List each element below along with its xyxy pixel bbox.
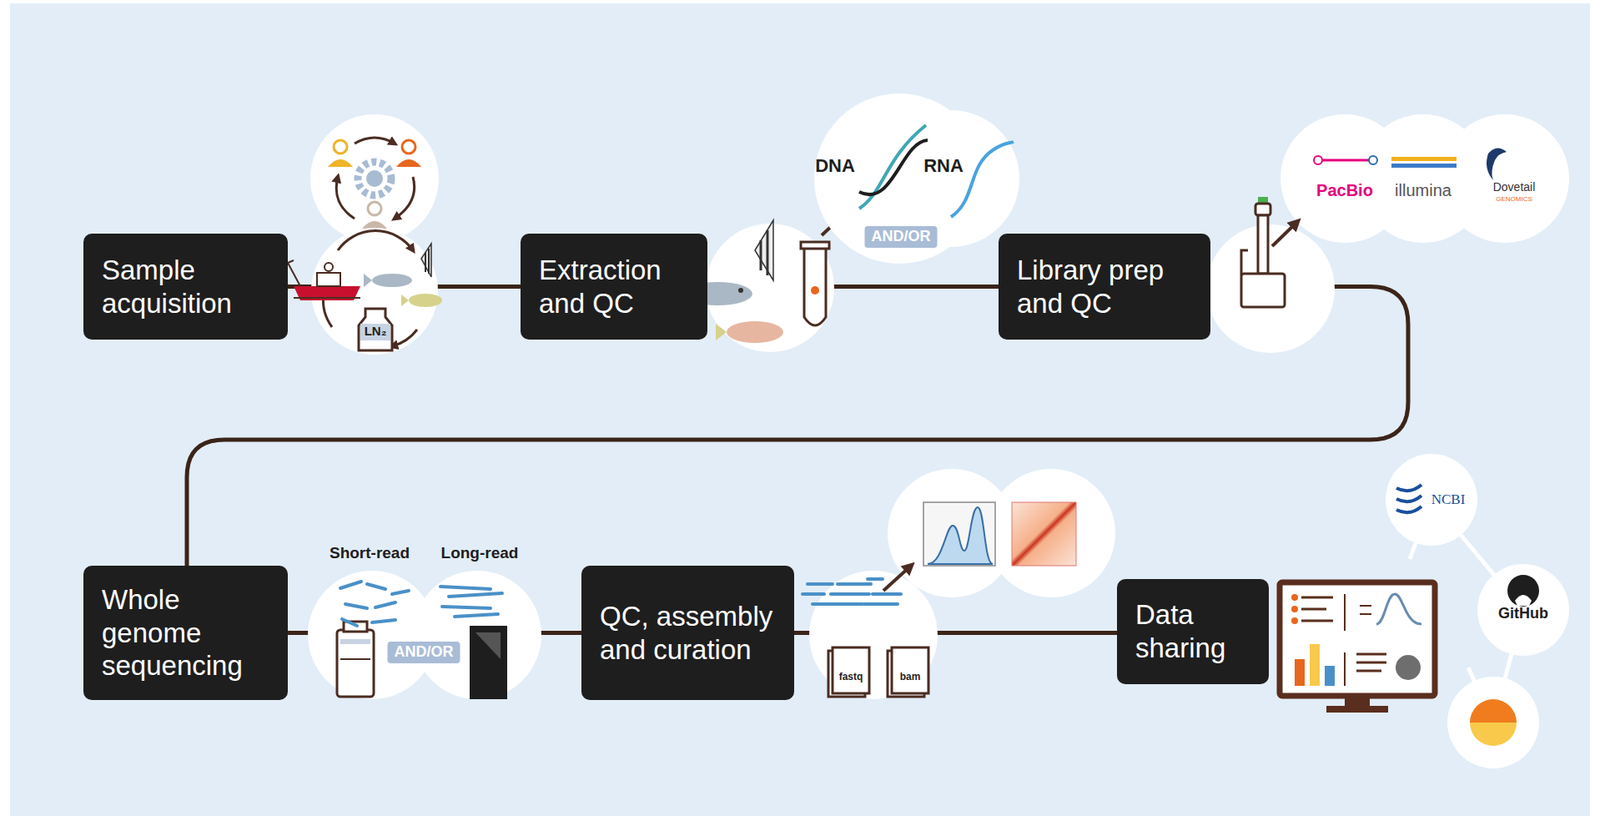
read-dash (454, 613, 499, 617)
read-dash (345, 603, 368, 609)
process-box: Library prep and QC (998, 233, 1211, 340)
repository-logo: GitHub (1498, 605, 1549, 623)
read-dash (802, 592, 825, 596)
choice-tag: AND/OR (865, 226, 938, 248)
platform-logo: GENOMICS (1495, 196, 1533, 204)
step-label: Sample acquisition (101, 253, 270, 320)
process-box: Whole genome sequencing (83, 565, 288, 700)
read-dash (830, 592, 870, 596)
read-dash (342, 618, 358, 626)
choice-tag: AND/OR (387, 641, 461, 664)
assembly-icon (809, 468, 1116, 700)
process-box: Sample acquisition (83, 233, 288, 340)
read-type-label: Long-read (441, 544, 519, 563)
platform-logo: illumina (1394, 181, 1452, 200)
platform-logo: PacBio (1316, 181, 1374, 200)
team-icon (310, 114, 439, 243)
process-box: Data sharing (1116, 578, 1269, 685)
process-box: QC, assembly and curation (581, 565, 795, 700)
flask-label: LN₂ (364, 324, 388, 339)
nucleic-acid-icon (814, 93, 1020, 264)
read-dash (812, 602, 863, 606)
read-dash (442, 606, 491, 609)
read-dash (392, 590, 409, 594)
read-dash (867, 577, 883, 581)
read-dash (367, 583, 386, 589)
step-label: Library prep and QC (1016, 253, 1193, 320)
sampling-icon (287, 227, 443, 355)
read-dash (864, 602, 898, 606)
monitor-icon (1279, 582, 1435, 713)
read-type-label: Short-read (329, 544, 410, 563)
step-label: QC, assembly and curation (599, 599, 776, 666)
read-dash (837, 582, 871, 586)
read-dash (375, 602, 396, 608)
read-dash (807, 582, 833, 586)
read-dash (872, 592, 901, 596)
database-logo: NCBI (1431, 492, 1466, 509)
sequencer-icon (307, 570, 542, 700)
read-dash (440, 586, 491, 589)
molecule-label: DNA (815, 155, 856, 177)
pipette-icon (1206, 114, 1570, 353)
molecule-label: RNA (923, 155, 964, 177)
file-label: fastq (839, 671, 864, 683)
read-dash (372, 619, 396, 623)
read-dash (448, 593, 503, 597)
step-label: Whole genome sequencing (101, 583, 270, 683)
file-label: bam (900, 671, 921, 683)
process-box: Extraction and QC (520, 233, 708, 340)
read-dash (340, 581, 362, 589)
platform-logo: Dovetail (1493, 181, 1536, 194)
step-label: Extraction and QC (538, 253, 690, 320)
step-label: Data sharing (1135, 598, 1251, 665)
